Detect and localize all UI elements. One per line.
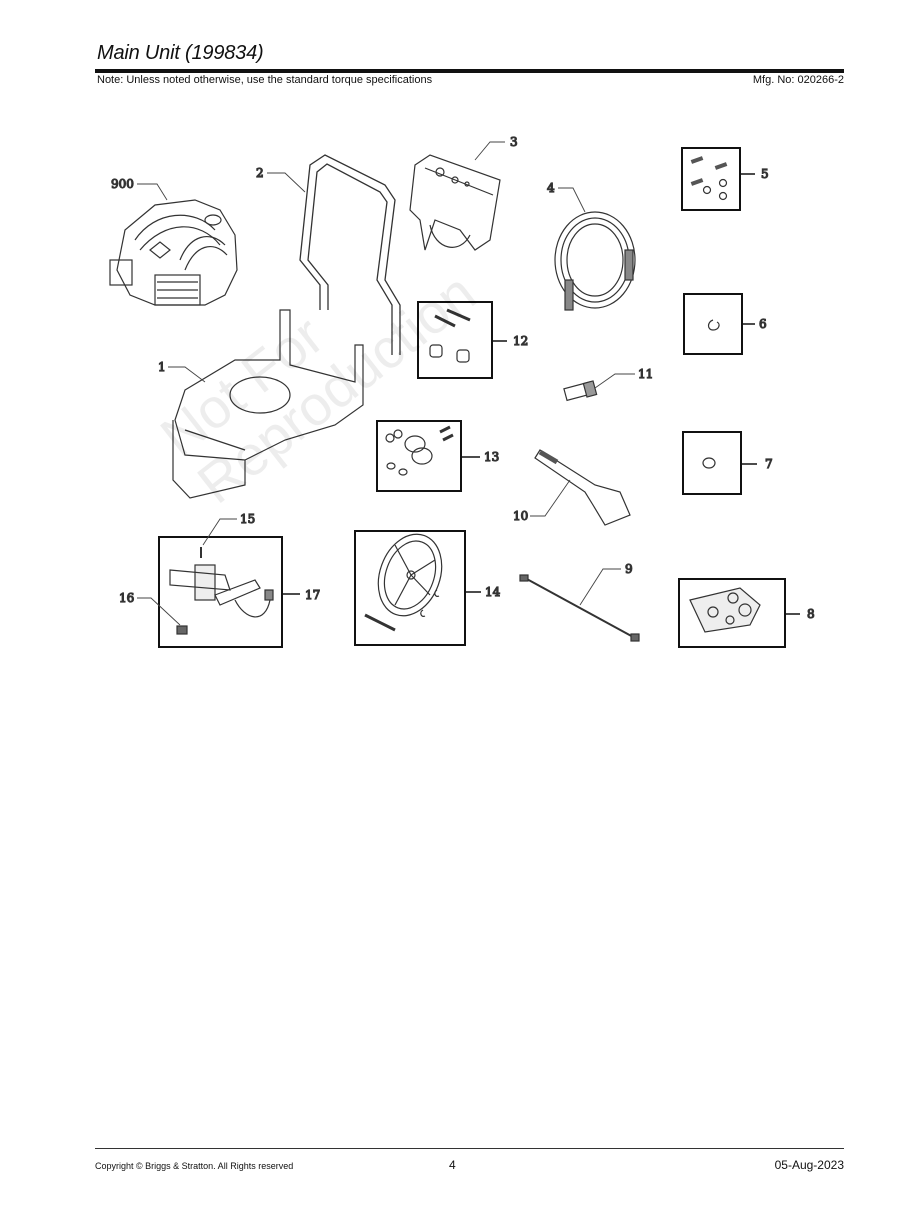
handle-part-2[interactable] — [299, 154, 401, 355]
page-title: Main Unit (199834) — [97, 42, 264, 64]
svg-text:3: 3 — [510, 135, 518, 149]
svg-text:2: 2 — [256, 166, 264, 180]
callout-3: 3 — [474, 134, 518, 161]
hose-part-4[interactable] — [554, 211, 636, 311]
svg-text:1: 1 — [158, 360, 166, 374]
callout-label-12: 12 — [513, 334, 528, 348]
engine-part-900[interactable] — [109, 199, 238, 306]
svg-text:11: 11 — [638, 367, 653, 381]
callout-label-13: 13 — [484, 450, 499, 464]
page-number: 4 — [449, 1158, 456, 1172]
frame-base-part-1[interactable] — [172, 309, 364, 499]
callout-label-14: 14 — [485, 585, 501, 599]
callout-label-17: 17 — [305, 588, 320, 602]
foot-kit-part-13[interactable] — [376, 420, 480, 492]
callout-10: 10 — [512, 479, 571, 524]
svg-text:4: 4 — [547, 181, 555, 195]
callout-label-5: 5 — [761, 167, 769, 181]
callout-2: 2 — [255, 165, 306, 193]
callout-1: 1 — [157, 359, 206, 383]
spray-gun-part-10[interactable] — [534, 449, 631, 526]
copyright-text: Copyright © Briggs & Stratton. All Right… — [95, 1161, 294, 1171]
callout-16: 16 — [118, 590, 181, 626]
callout-15: 15 — [202, 511, 256, 546]
footer-rule — [95, 1148, 844, 1149]
gun-holder-bracket-part-3[interactable] — [409, 154, 501, 251]
svg-text:15: 15 — [240, 512, 255, 526]
nozzle-kit-part-8[interactable] — [678, 578, 800, 648]
fitting-part-16[interactable] — [176, 625, 188, 635]
callout-4: 4 — [546, 180, 586, 213]
plug-part-7[interactable] — [682, 431, 757, 495]
callout-11: 11 — [594, 366, 654, 389]
bolt-nut-kit-part-5[interactable] — [681, 147, 755, 211]
wheel-kit-part-14[interactable] — [354, 525, 481, 646]
callout-900: 900 — [110, 176, 168, 201]
mfg-number: Mfg. No: 020266-2 — [752, 74, 844, 86]
svg-text:16: 16 — [119, 591, 134, 605]
callout-label-7: 7 — [765, 457, 773, 471]
e-clip-part-6[interactable] — [683, 293, 755, 355]
callout-label-8: 8 — [807, 607, 815, 621]
svg-text:9: 9 — [625, 562, 633, 576]
quick-connect-part-11[interactable] — [563, 380, 598, 402]
callout-label-900: 900 — [111, 177, 134, 191]
callout-label-6: 6 — [759, 317, 767, 331]
torque-note: Note: Unless noted otherwise, use the st… — [97, 74, 433, 86]
footer-date: 05-Aug-2023 — [774, 1158, 844, 1172]
header-rule — [95, 69, 844, 73]
handle-fastener-kit-part-12[interactable] — [417, 301, 507, 379]
lance-part-9[interactable] — [519, 574, 640, 642]
callout-9: 9 — [579, 561, 633, 606]
svg-text:10: 10 — [513, 509, 528, 523]
exploded-parts-diagram: 900 2 1 3 — [95, 120, 845, 670]
